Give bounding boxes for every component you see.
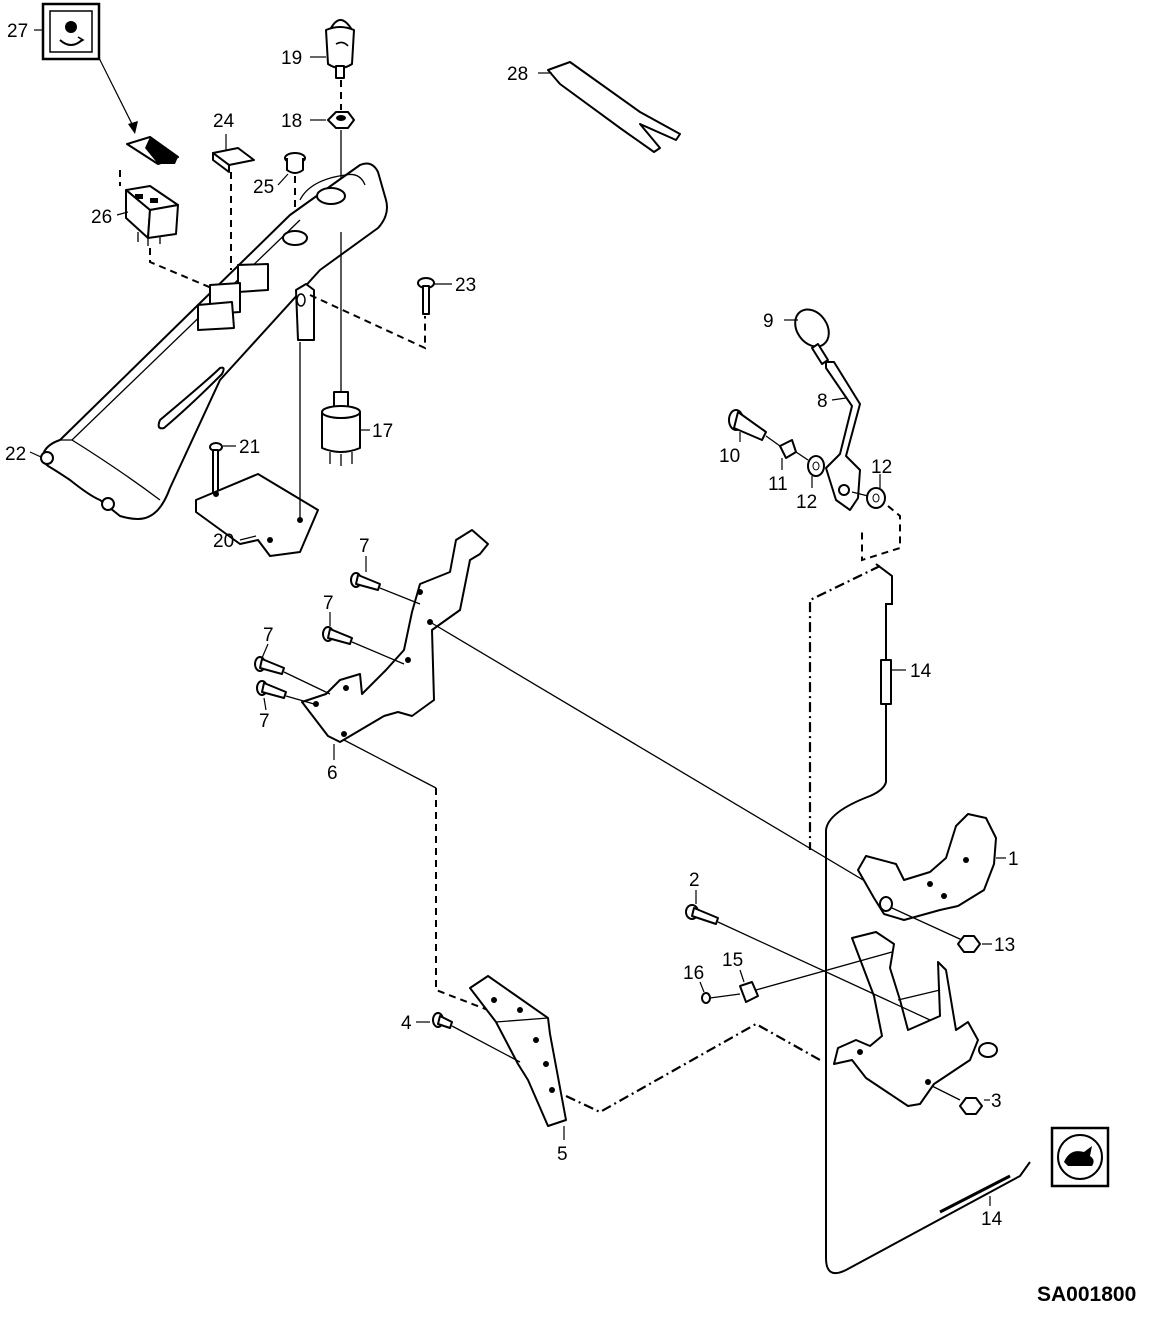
nut (959, 1097, 983, 1115)
callout-22: 22 (5, 444, 26, 465)
callout-15: 15 (722, 950, 743, 971)
callout-24: 24 (213, 111, 235, 132)
nut (957, 935, 981, 953)
rabbit-fast-icon (1050, 1126, 1110, 1188)
bolt (322, 626, 353, 645)
callout-5: 5 (557, 1144, 568, 1165)
bolt (350, 572, 381, 591)
pressure-switch (321, 391, 361, 466)
callout-26: 26 (91, 207, 112, 228)
callout-12-lower: 12 (796, 492, 817, 513)
callout-18: 18 (281, 111, 302, 132)
callout-1: 1 (1008, 849, 1019, 870)
callout-10: 10 (719, 446, 740, 467)
callout-2: 2 (689, 870, 700, 891)
bolt (432, 1012, 453, 1029)
screw (701, 992, 741, 1004)
callout-7-mid: 7 (323, 593, 334, 614)
support-bracket (469, 975, 567, 1127)
callout-8: 8 (817, 391, 828, 412)
callout-6: 6 (327, 763, 338, 784)
callout-25: 25 (253, 177, 274, 198)
callout-27: 27 (7, 21, 28, 42)
rotating-light-icon (41, 2, 101, 61)
callout-9: 9 (763, 311, 774, 332)
callout-11: 11 (768, 474, 788, 495)
bolt (254, 656, 285, 675)
callout-14-lower: 14 (981, 1209, 1003, 1230)
rocker-cap (126, 136, 179, 165)
lever-mount (833, 931, 998, 1107)
bolt (417, 277, 435, 315)
washer (866, 487, 886, 509)
key-switch-nut (327, 111, 355, 129)
screw (209, 442, 223, 495)
main-bracket (857, 813, 997, 921)
callout-7-left: 7 (263, 625, 274, 646)
console-panel (40, 162, 388, 520)
callout-23: 23 (455, 275, 476, 296)
push-pull-cable (939, 1174, 1011, 1214)
callout-12-upper: 12 (871, 457, 892, 478)
drawing-code: SA001800 (1037, 1283, 1136, 1306)
callout-16: 16 (683, 963, 704, 984)
callout-14-upper: 14 (910, 661, 932, 682)
callout-17: 17 (372, 421, 393, 442)
callout-3: 3 (991, 1091, 1002, 1112)
callout-19: 19 (281, 48, 302, 69)
bolt (685, 904, 719, 925)
lever-knob (794, 308, 830, 365)
control-lever (825, 361, 861, 511)
fork-tool (547, 61, 681, 153)
lock-washer (779, 439, 797, 459)
lever-bolt (728, 409, 767, 441)
push-pull-cable (825, 563, 1031, 1274)
plug (284, 152, 306, 174)
callout-7-bottom: 7 (259, 711, 270, 732)
bolt (256, 680, 287, 699)
rocker-switch (125, 185, 179, 246)
washer (807, 455, 825, 477)
ignition-key (325, 19, 355, 79)
callout-28: 28 (507, 64, 528, 85)
callout-7-top: 7 (359, 536, 370, 557)
mounting-plate (195, 473, 319, 557)
callout-4: 4 (401, 1013, 412, 1034)
callout-13: 13 (994, 935, 1015, 956)
callout-20: 20 (213, 531, 234, 552)
blanking-plate (212, 147, 255, 173)
callout-21: 21 (239, 437, 260, 458)
callout-labels: 27 19 28 18 24 25 26 23 17 21 22 20 9 8 … (5, 21, 1019, 1230)
cable-clip (739, 981, 759, 1003)
